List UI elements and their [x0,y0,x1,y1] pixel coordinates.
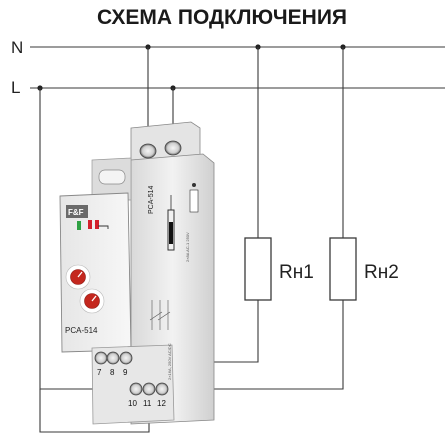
side-spec-label: 2×8A AC-1 250V [185,232,190,262]
load-label-1: Rн1 [279,262,314,283]
side-coil-fill [169,222,173,244]
terminal-screw-9 [119,351,133,365]
terminal-label-8: 8 [110,368,115,377]
terminal-screw-11 [142,382,156,396]
l-bus-label: L [11,78,20,97]
terminal-screw-top-2 [164,140,182,156]
terminal-label-10: 10 [128,399,137,408]
terminal-label-9: 9 [123,368,128,377]
device-window [98,169,126,185]
time-dial-1 [65,264,91,290]
side-spec-label-2: 2×16A, 250V AC/DC [167,343,172,380]
side-contacts-schematic [149,300,171,330]
terminal-label-7: 7 [97,368,102,377]
ff-logo-text: F&F [68,208,84,217]
wire-load2-to-terminal-12 [162,300,344,390]
diagram-title: СХЕМА ПОДКЛЮЧЕНИЯ [97,6,347,29]
load-resistor-2 [329,237,357,301]
led-red [88,220,92,229]
terminal-screw-7 [94,351,108,365]
side-model-label: PCA-514 [148,185,155,214]
side-contact-dot [192,183,196,187]
load-resistor-1 [244,237,272,301]
terminal-label-12: 12 [157,399,166,408]
time-dial-2 [79,288,105,314]
relay-arrow-icon [98,225,109,229]
front-model-label: PCA-514 [65,326,98,335]
terminal-label-11: 11 [143,399,152,408]
relay-device: F&F PCA-514 PCA-514 2×8A AC-1 250V 2×16A… [59,121,215,425]
terminal-screw-top-1 [139,143,157,159]
side-contact-icon [189,189,199,213]
terminal-screw-12 [155,382,169,396]
led-green [77,221,81,230]
ff-logo [66,205,88,218]
led-red-2 [95,220,99,229]
n-bus-label: N [11,38,23,57]
terminal-screw-10 [129,382,143,396]
load-label-2: Rн2 [364,262,399,283]
terminal-screw-8 [106,351,120,365]
